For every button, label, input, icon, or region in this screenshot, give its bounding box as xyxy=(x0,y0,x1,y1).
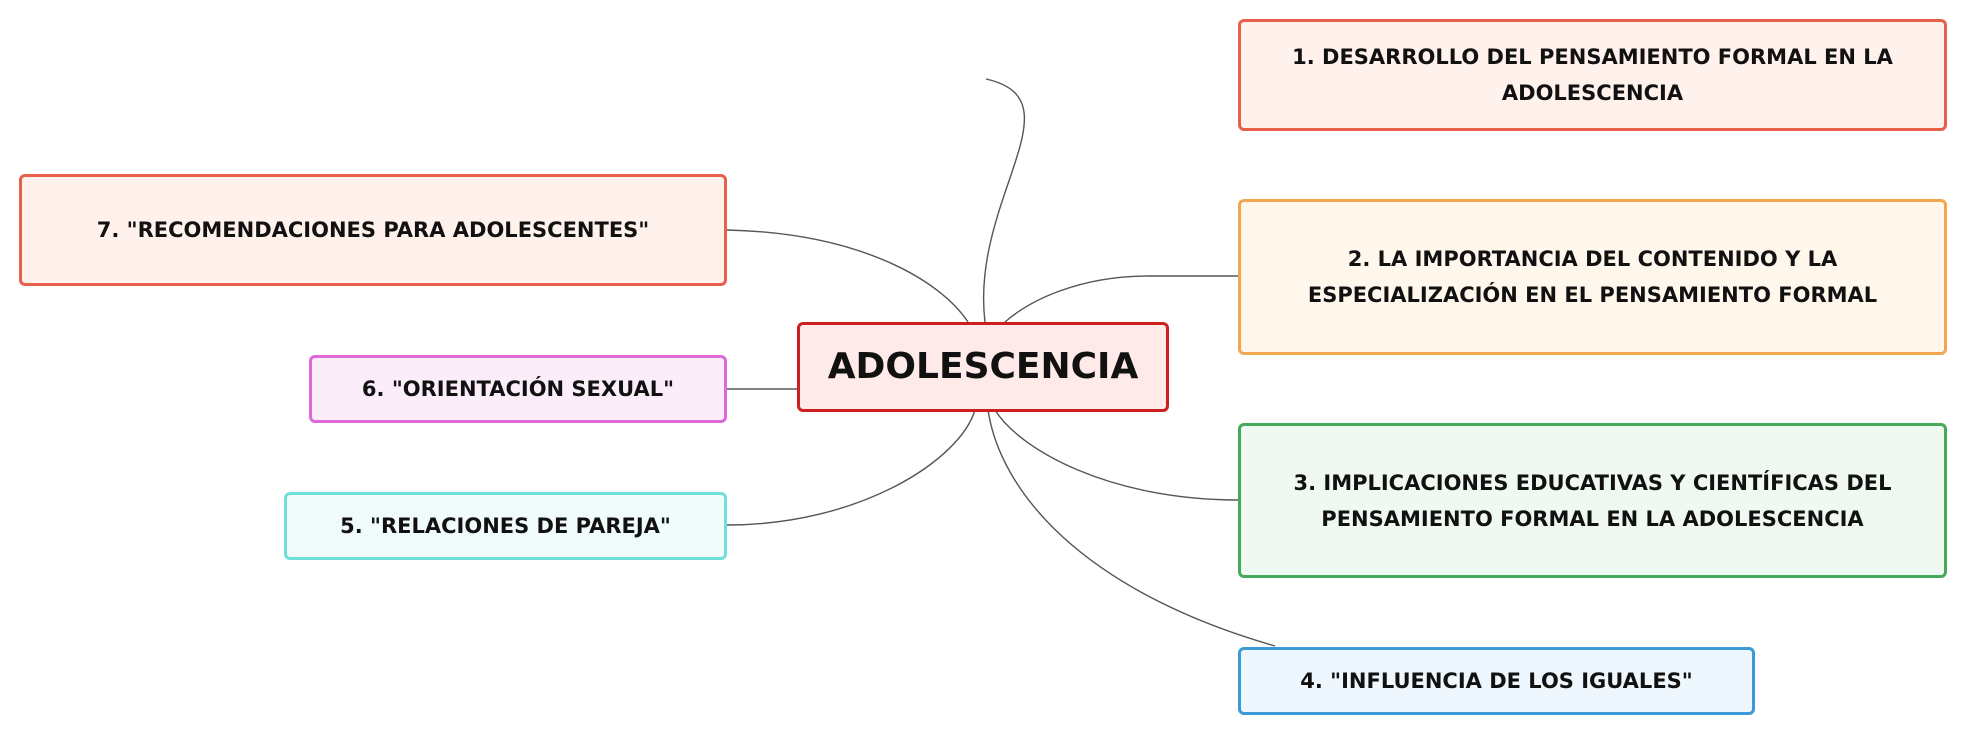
branch-label-2: 2. LA IMPORTANCIA DEL CONTENIDO Y LA ESP… xyxy=(1307,247,1878,307)
branch-node-7[interactable]: 7. "RECOMENDACIONES PARA ADOLESCENTES" xyxy=(19,174,727,286)
branch-label-5: 5. "RELACIONES DE PAREJA" xyxy=(340,514,671,538)
connector-branch-3 xyxy=(994,409,1239,501)
central-topic-node[interactable]: ADOLESCENCIA xyxy=(797,322,1169,412)
branch-label-4: 4. "INFLUENCIA DE LOS IGUALES" xyxy=(1300,669,1693,693)
branch-node-6[interactable]: 6. "ORIENTACIÓN SEXUAL" xyxy=(309,355,727,423)
connector-branch-5 xyxy=(726,409,976,526)
connector-branch-4 xyxy=(987,409,1276,647)
branch-node-5[interactable]: 5. "RELACIONES DE PAREJA" xyxy=(284,492,727,560)
connector-branch-7 xyxy=(726,229,969,323)
connector-branch-2 xyxy=(1004,275,1238,323)
branch-node-4[interactable]: 4. "INFLUENCIA DE LOS IGUALES" xyxy=(1238,647,1755,715)
branch-node-3[interactable]: 3. IMPLICACIONES EDUCATIVAS Y CIENTÍFICA… xyxy=(1238,423,1947,578)
branch-label-3: 3. IMPLICACIONES EDUCATIVAS Y CIENTÍFICA… xyxy=(1293,470,1892,531)
connector-branch-1 xyxy=(982,78,1026,323)
branch-label-1: 1. DESARROLLO DEL PENSAMIENTO FORMAL EN … xyxy=(1292,45,1893,105)
branch-label-7: 7. "RECOMENDACIONES PARA ADOLESCENTES" xyxy=(96,218,650,242)
branch-node-2[interactable]: 2. LA IMPORTANCIA DEL CONTENIDO Y LA ESP… xyxy=(1238,199,1947,355)
central-topic-label: ADOLESCENCIA xyxy=(827,346,1139,387)
branch-label-6: 6. "ORIENTACIÓN SEXUAL" xyxy=(361,377,675,401)
branch-node-1[interactable]: 1. DESARROLLO DEL PENSAMIENTO FORMAL EN … xyxy=(1238,19,1947,131)
